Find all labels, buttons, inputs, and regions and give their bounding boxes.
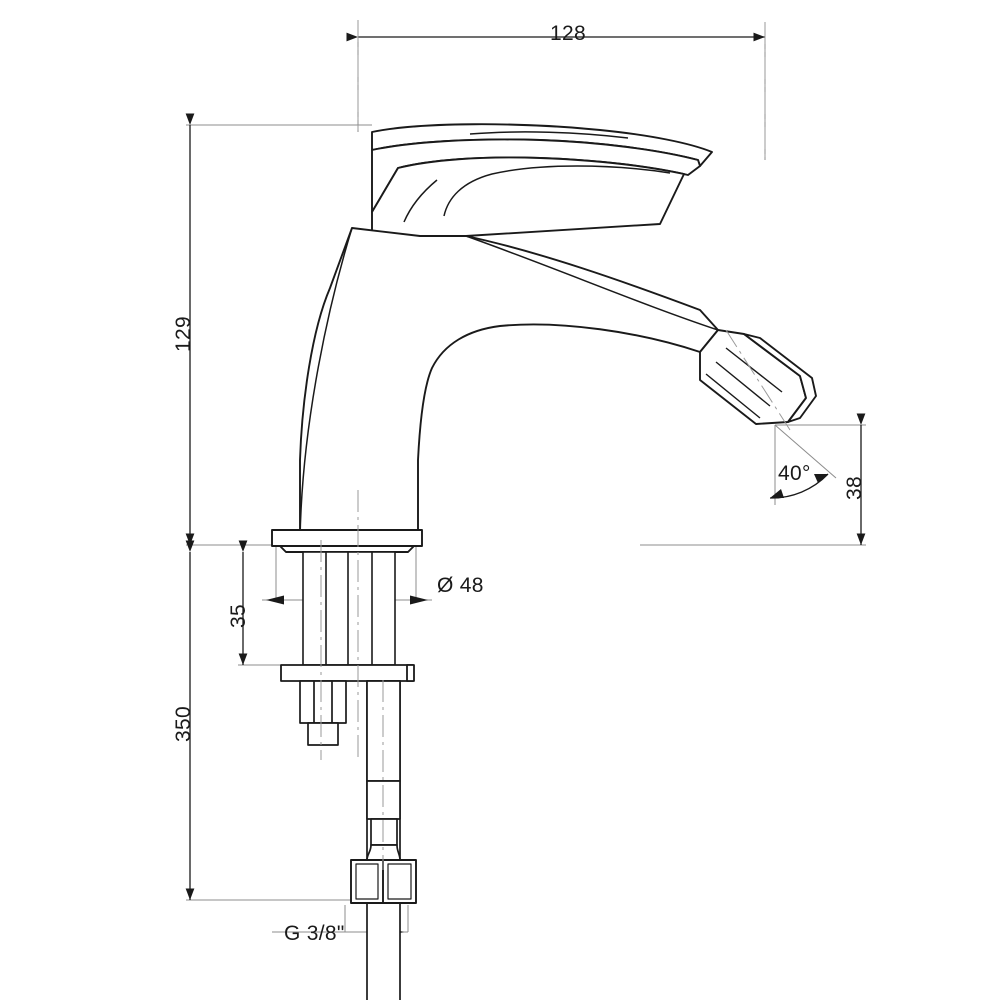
faucet-body-outline [371,123,713,251]
aerator-axis [725,329,791,431]
dimension-label-aerator-drop: 38 [843,476,866,500]
dimension-label-overall-width: 128 [550,22,586,45]
dimension-label-thread-size: G 3/8" [284,922,345,945]
dimension-label-hose-length: 350 [172,706,195,742]
dimension-label-spout-height: 129 [172,316,195,352]
spout-body-outline [299,227,719,541]
dimension-label-shank-length: 35 [227,604,250,628]
spout-profile-line [299,227,719,541]
angle-dimension [774,424,837,505]
dimension-label-aerator-angle: 40° [778,462,811,485]
mounting-plate [280,664,415,682]
aerator-rings [705,347,783,419]
mounting-shank [302,551,396,666]
centerlines [320,20,766,870]
base-flange [271,529,423,553]
dimension-label-base-diameter: Ø 48 [437,574,484,597]
dimension-lines [185,32,866,900]
hose-connector-nut [350,859,417,904]
aerator-outline [699,329,817,425]
fixing-nut [299,680,347,746]
handle-detail-curves [403,131,671,223]
